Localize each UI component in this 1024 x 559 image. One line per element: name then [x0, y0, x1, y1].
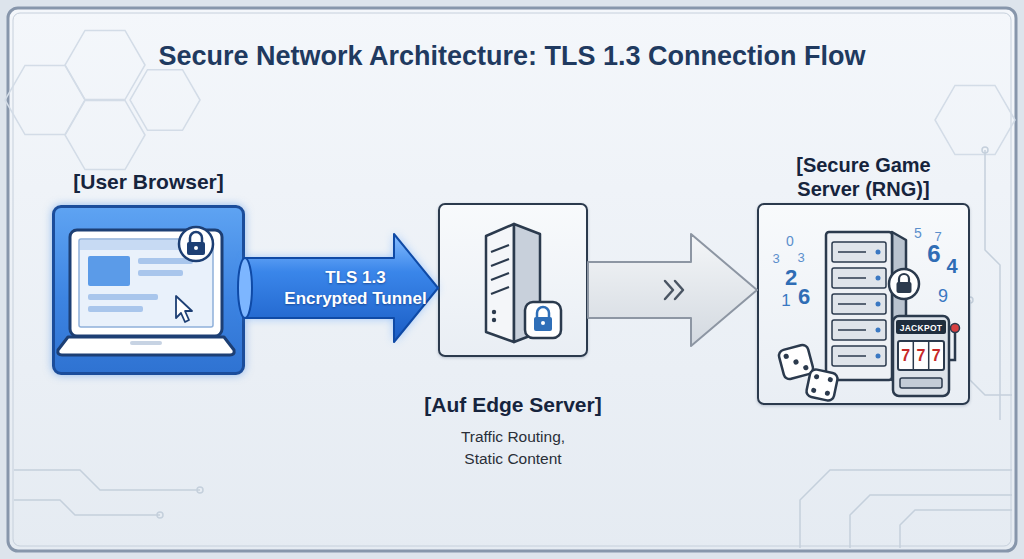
arrow-glow	[245, 234, 438, 342]
direction-chevron	[665, 281, 673, 299]
circuit-lines	[14, 147, 1012, 548]
digit-label: 6	[798, 286, 810, 308]
direction-chevron	[675, 281, 683, 299]
edge-label: TLS 1.3 Encrypted Tunnel	[283, 267, 429, 310]
circuit-lines	[14, 500, 160, 515]
browser-node: [User Browser]	[52, 205, 245, 375]
digit-label: 4	[946, 256, 957, 276]
node-heading: [User Browser]	[29, 169, 269, 195]
digit-label: 3	[797, 251, 804, 264]
node-description: Traffic Routing, Static Content	[451, 426, 576, 470]
digit-label: 1	[781, 292, 790, 309]
digit-label: 9	[938, 287, 948, 305]
reel-symbol: 7	[901, 348, 910, 364]
tls-tunnel-arrow	[238, 234, 438, 342]
circuit-lines	[197, 487, 203, 493]
circuit-lines	[157, 512, 163, 518]
edge-server-node: [Auf Edge Server]Traffic Routing, Static…	[438, 203, 588, 357]
circuit-lines	[985, 150, 1000, 420]
digit-label: 0	[786, 234, 794, 248]
circuit-lines	[850, 495, 1012, 548]
digit-label: 5	[914, 226, 922, 240]
arrow-body	[588, 234, 757, 346]
digit-label: 6	[927, 242, 940, 266]
jackpot-sign: JACKPOT	[900, 323, 943, 332]
circuit-lines	[14, 470, 200, 490]
digit-label: 7	[934, 230, 941, 243]
hexagon-pattern	[5, 65, 85, 134]
hexagon-pattern	[935, 85, 1015, 154]
tunnel-opening	[238, 258, 252, 318]
circuit-lines	[900, 510, 1012, 548]
node-heading: [Auf Edge Server]	[393, 392, 633, 418]
circuit-lines	[800, 470, 1012, 548]
digit-label: 3	[772, 252, 779, 265]
circuit-lines	[970, 300, 1012, 395]
hexagon-pattern	[65, 30, 145, 99]
hexagon-pattern	[130, 70, 200, 131]
outer-frame	[8, 8, 1016, 551]
forward-arrow	[588, 234, 757, 346]
diagram-title: Secure Network Architecture: TLS 1.3 Con…	[0, 40, 1024, 72]
reel-symbol: 7	[917, 348, 926, 364]
inner-frame	[13, 13, 1011, 546]
arrow-body	[245, 234, 438, 342]
node-heading: [Secure Game Server (RNG)]	[771, 153, 956, 201]
hexagon-pattern	[65, 100, 145, 169]
reel-symbol: 7	[932, 348, 941, 364]
digit-label: 2	[785, 267, 797, 289]
circuit-lines	[982, 147, 988, 153]
